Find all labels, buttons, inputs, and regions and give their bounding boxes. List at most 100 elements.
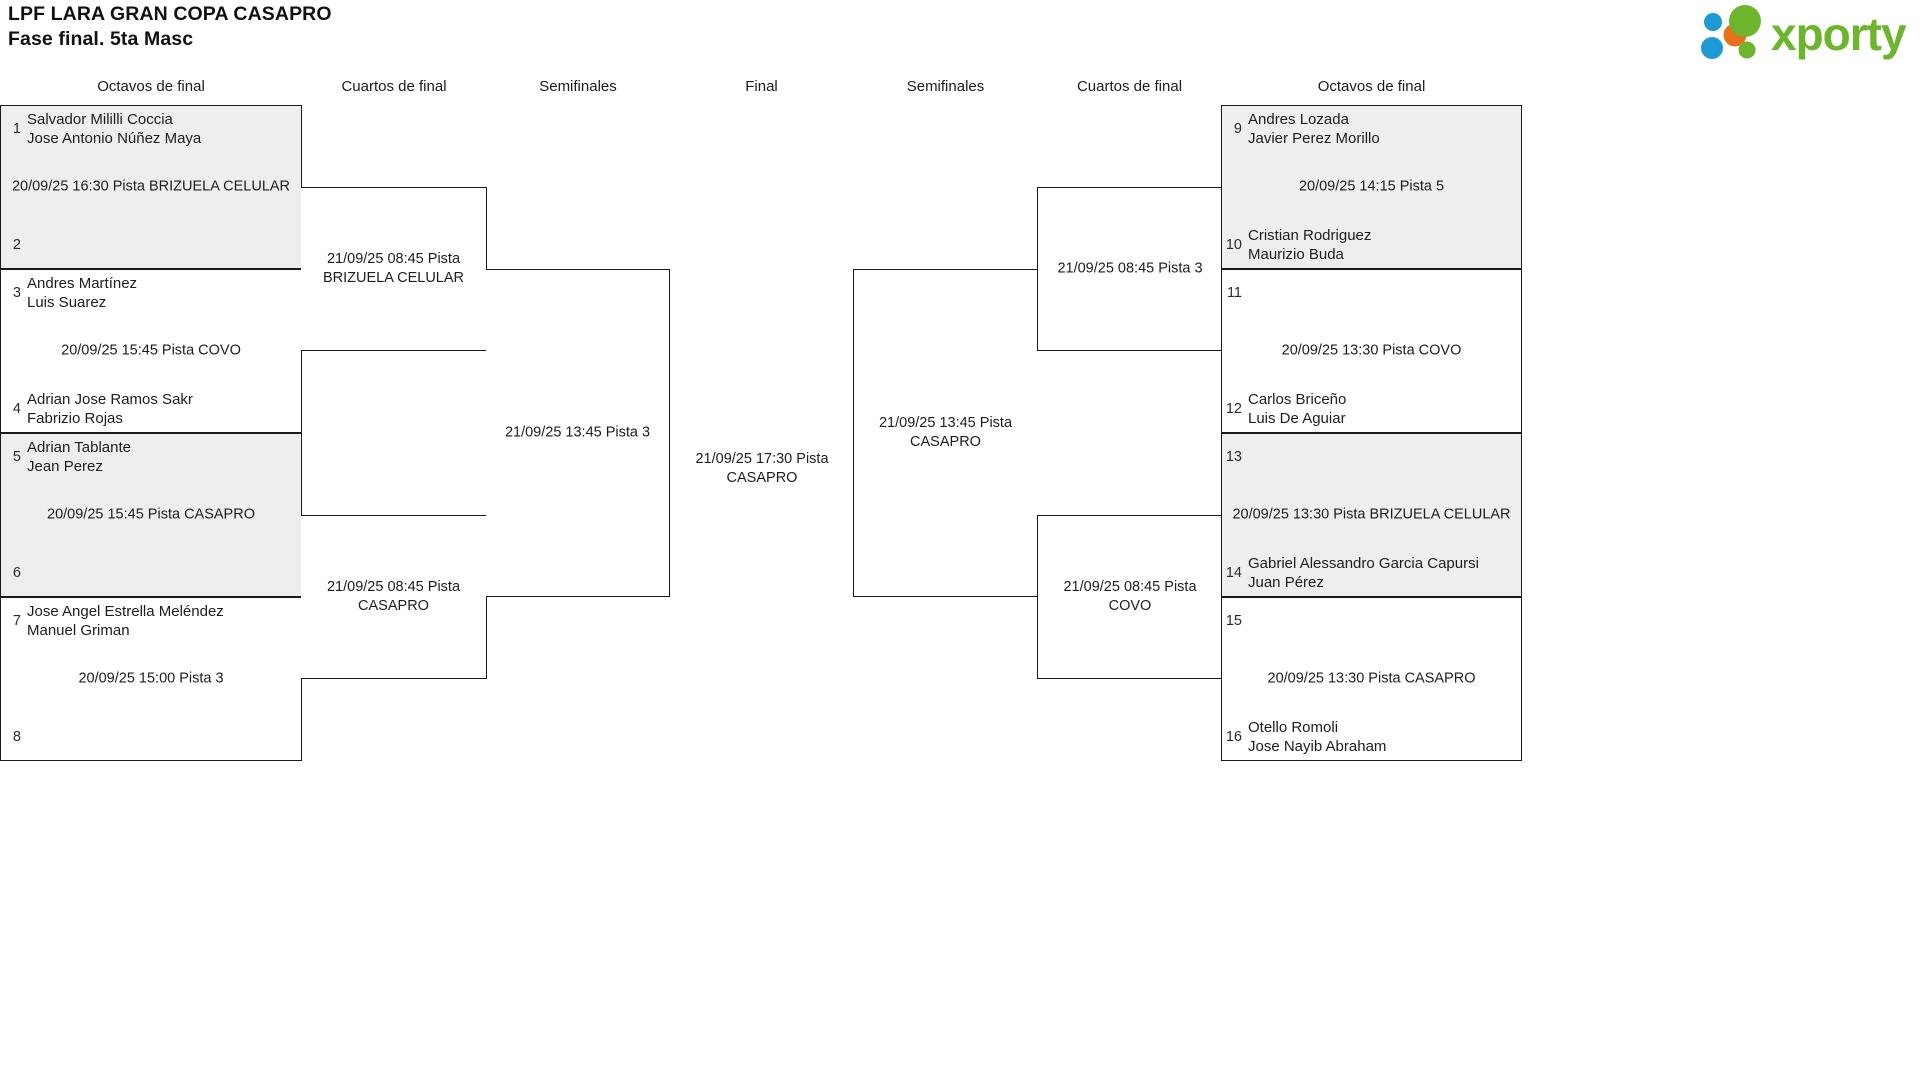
player-names: Jose Angel Estrella Meléndez Manuel Grim… xyxy=(27,602,301,640)
player-name-1: Otello Romoli xyxy=(1248,719,1339,736)
seed-number: 15 xyxy=(1225,612,1242,629)
player-name-2: Juan Pérez xyxy=(1248,574,1324,591)
seed-pair-9-10[interactable]: 9 Andres Lozada Javier Perez Morillo 20/… xyxy=(1221,105,1522,269)
player-names: Adrian Tablante Jean Perez xyxy=(27,438,301,476)
seed-number: 4 xyxy=(12,400,21,417)
seed-slot-4[interactable]: 4 Adrian Jose Ramos Sakr Fabrizio Rojas xyxy=(1,386,301,432)
player-name-1: Cristian Rodriguez xyxy=(1248,227,1372,244)
seed-number: 16 xyxy=(1225,728,1242,745)
page-title: LPF LARA GRAN COPA CASAPRO Fase final. 5… xyxy=(8,2,332,52)
match-info: 20/09/25 13:30 Pista CASAPRO xyxy=(1267,670,1476,687)
round-header-right-qf: Cuartos de final xyxy=(1076,78,1183,95)
round-header-left-qf: Cuartos de final xyxy=(341,78,447,95)
round-header-right-r16: Octavos de final xyxy=(1317,78,1426,95)
xporty-logo: xporty xyxy=(1701,4,1906,62)
svg-text:xporty: xporty xyxy=(1771,8,1906,60)
player-names: Gabriel Alessandro Garcia Capursi Juan P… xyxy=(1248,554,1521,592)
qf-connector-right-2[interactable]: 21/09/25 08:45 Pista COVO xyxy=(1037,515,1222,679)
sf-connector-right[interactable]: 21/09/25 13:45 Pista CASAPRO xyxy=(853,269,1037,597)
player-name-1: Adrian Tablante xyxy=(27,439,131,456)
seed-slot-11[interactable]: 11 xyxy=(1222,270,1521,316)
final-match-info: 21/09/25 17:30 Pista CASAPRO xyxy=(695,451,829,486)
tournament-name: LPF LARA GRAN COPA CASAPRO xyxy=(8,3,332,25)
player-name-1: Jose Angel Estrella Meléndez xyxy=(27,603,224,620)
seed-slot-2[interactable]: 2 xyxy=(1,222,301,268)
player-names: Adrian Jose Ramos Sakr Fabrizio Rojas xyxy=(27,390,301,428)
seed-slot-12[interactable]: 12 Carlos Briceño Luis De Aguiar xyxy=(1222,386,1521,432)
player-name-2: Fabrizio Rojas xyxy=(27,410,123,427)
seed-slot-3[interactable]: 3 Andres Martínez Luis Suarez xyxy=(1,270,301,316)
qf-connector-right-1[interactable]: 21/09/25 08:45 Pista 3 xyxy=(1037,187,1222,351)
logo-wordmark: xporty xyxy=(1771,8,1906,60)
match-info: 21/09/25 13:45 Pista CASAPRO xyxy=(878,415,1013,450)
seed-slot-6[interactable]: 6 xyxy=(1,550,301,596)
seed-slot-15[interactable]: 15 xyxy=(1222,598,1521,644)
player-name-1: Andres Lozada xyxy=(1248,111,1349,128)
seed-number: 5 xyxy=(12,448,21,465)
round-header-left-r16: Octavos de final xyxy=(97,78,205,95)
player-name-1: Salvador Mililli Coccia xyxy=(27,111,173,128)
player-name-2: Luis Suarez xyxy=(27,294,107,311)
player-name-1: Andres Martínez xyxy=(27,275,138,292)
match-info: 20/09/25 15:45 Pista CASAPRO xyxy=(47,506,255,523)
player-names: Andres Martínez Luis Suarez xyxy=(27,274,301,312)
player-name-2: Jose Nayib Abraham xyxy=(1248,738,1387,755)
match-info: 21/09/25 08:45 Pista BRIZUELA CELULAR xyxy=(322,251,465,286)
seed-number: 14 xyxy=(1225,564,1242,581)
seed-pair-15-16[interactable]: 15 20/09/25 13:30 Pista CASAPRO 16 Otell… xyxy=(1221,597,1522,761)
match-info: 20/09/25 16:30 Pista BRIZUELA CELULAR xyxy=(11,178,291,195)
sf-connector-left[interactable]: 21/09/25 13:45 Pista 3 xyxy=(486,269,670,597)
seed-pair-7-8[interactable]: 7 Jose Angel Estrella Meléndez Manuel Gr… xyxy=(0,597,302,761)
seed-pair-13-14[interactable]: 13 20/09/25 13:30 Pista BRIZUELA CELULAR… xyxy=(1221,433,1522,597)
round-header-left-sf: Semifinales xyxy=(539,78,617,95)
round-header-right-sf: Semifinales xyxy=(906,78,985,95)
seed-slot-7[interactable]: 7 Jose Angel Estrella Meléndez Manuel Gr… xyxy=(1,598,301,644)
qf-connector-left-1[interactable]: 21/09/25 08:45 Pista BRIZUELA CELULAR xyxy=(301,187,487,351)
seed-number: 7 xyxy=(12,612,21,629)
seed-slot-1[interactable]: 1 Salvador Mililli Coccia Jose Antonio N… xyxy=(1,106,301,152)
player-names: Salvador Mililli Coccia Jose Antonio Núñ… xyxy=(27,110,301,148)
player-name-2: Maurizio Buda xyxy=(1248,246,1344,263)
match-info: 20/09/25 15:45 Pista COVO xyxy=(61,342,241,359)
player-names: Andres Lozada Javier Perez Morillo xyxy=(1248,110,1521,148)
seed-number: 12 xyxy=(1225,400,1242,417)
logo-dots-icon xyxy=(1701,5,1761,59)
seed-number: 2 xyxy=(12,236,21,253)
player-names: Cristian Rodriguez Maurizio Buda xyxy=(1248,226,1521,264)
seed-slot-13[interactable]: 13 xyxy=(1222,434,1521,480)
seed-pair-1-2[interactable]: 1 Salvador Mililli Coccia Jose Antonio N… xyxy=(0,105,302,269)
qf-connector-left-2[interactable]: 21/09/25 08:45 Pista CASAPRO xyxy=(301,515,487,679)
player-name-1: Carlos Briceño xyxy=(1248,391,1347,408)
seed-slot-9[interactable]: 9 Andres Lozada Javier Perez Morillo xyxy=(1222,106,1521,152)
player-names: Carlos Briceño Luis De Aguiar xyxy=(1248,390,1521,428)
seed-slot-8[interactable]: 8 xyxy=(1,714,301,760)
match-info: 21/09/25 08:45 Pista CASAPRO xyxy=(326,579,461,614)
seed-slot-10[interactable]: 10 Cristian Rodriguez Maurizio Buda xyxy=(1222,222,1521,268)
seed-number: 3 xyxy=(12,284,21,301)
player-name-2: Luis De Aguiar xyxy=(1248,410,1346,427)
seed-number: 11 xyxy=(1226,284,1242,301)
seed-pair-11-12[interactable]: 11 20/09/25 13:30 Pista COVO 12 Carlos B… xyxy=(1221,269,1522,433)
match-info: 21/09/25 08:45 Pista COVO xyxy=(1063,579,1197,614)
match-info: 20/09/25 13:30 Pista BRIZUELA CELULAR xyxy=(1232,506,1511,523)
match-info: 21/09/25 13:45 Pista 3 xyxy=(504,424,651,441)
seed-number: 10 xyxy=(1225,236,1242,253)
seed-pair-5-6[interactable]: 5 Adrian Tablante Jean Perez 20/09/25 15… xyxy=(0,433,302,597)
player-name-2: Manuel Griman xyxy=(27,622,130,639)
tournament-phase: Fase final. 5ta Masc xyxy=(8,28,194,50)
seed-slot-14[interactable]: 14 Gabriel Alessandro Garcia Capursi Jua… xyxy=(1222,550,1521,596)
round-header-final: Final xyxy=(745,78,778,95)
match-info: 20/09/25 15:00 Pista 3 xyxy=(78,670,224,687)
player-name-2: Javier Perez Morillo xyxy=(1248,130,1380,147)
seed-number: 8 xyxy=(12,728,21,745)
player-name-2: Jean Perez xyxy=(27,458,103,475)
player-names: Otello Romoli Jose Nayib Abraham xyxy=(1248,718,1521,756)
player-name-1: Adrian Jose Ramos Sakr xyxy=(27,391,193,408)
seed-slot-5[interactable]: 5 Adrian Tablante Jean Perez xyxy=(1,434,301,480)
seed-slot-16[interactable]: 16 Otello Romoli Jose Nayib Abraham xyxy=(1222,714,1521,760)
seed-pair-3-4[interactable]: 3 Andres Martínez Luis Suarez 20/09/25 1… xyxy=(0,269,302,433)
seed-number: 6 xyxy=(12,564,21,581)
match-info: 20/09/25 14:15 Pista 5 xyxy=(1298,178,1445,195)
match-info: 21/09/25 08:45 Pista 3 xyxy=(1057,260,1203,277)
